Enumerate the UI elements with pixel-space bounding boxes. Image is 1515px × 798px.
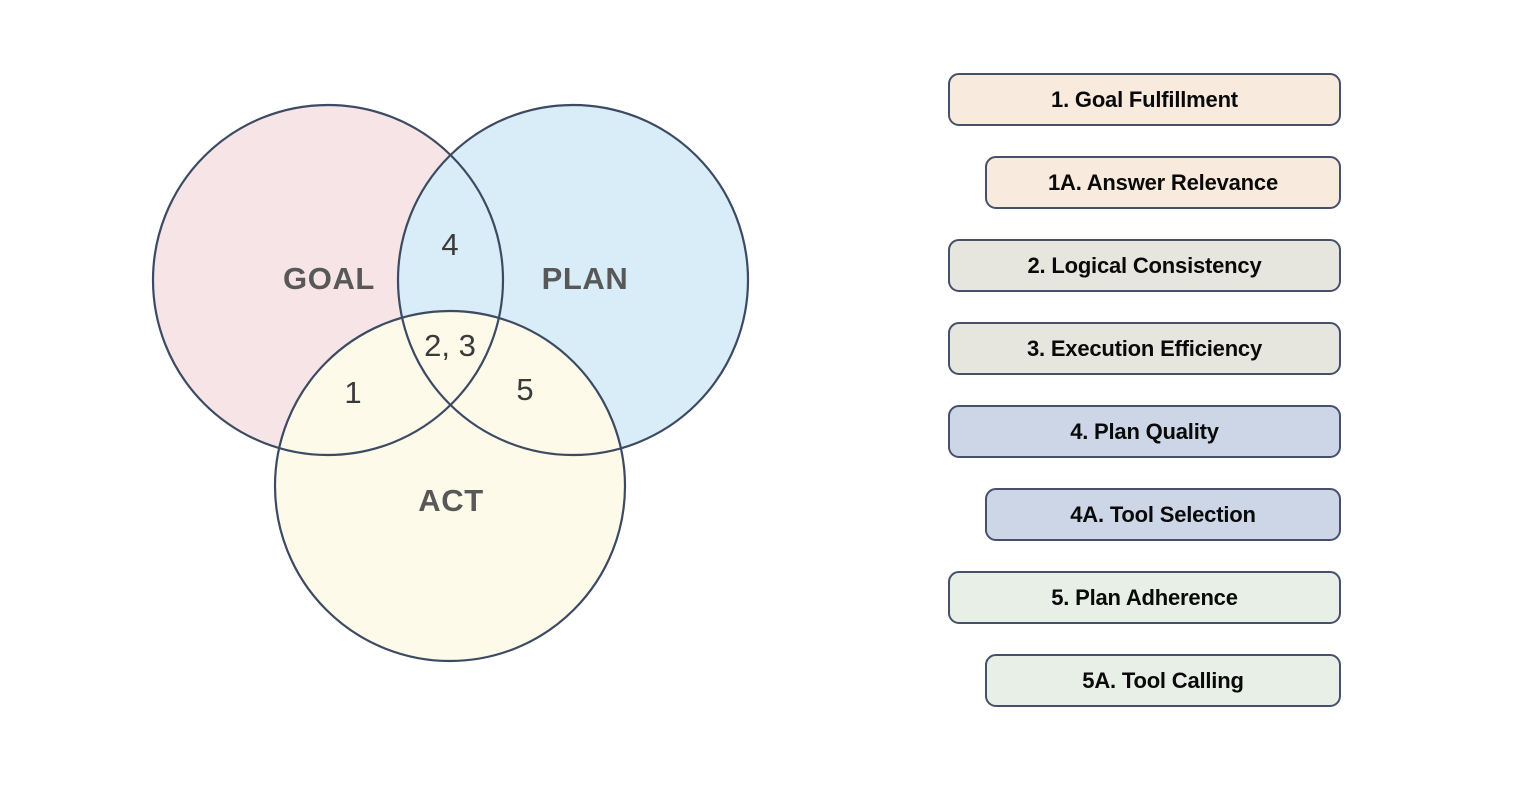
venn-label-goal: GOAL xyxy=(283,261,375,296)
venn-label-act: ACT xyxy=(418,483,484,518)
legend-item-8[interactable]: 5A. Tool Calling xyxy=(985,654,1341,707)
legend-list: 1. Goal Fulfillment 1A. Answer Relevance 2… xyxy=(948,73,1348,707)
venn-region-label-goal-act: 1 xyxy=(344,375,361,410)
venn-circle-act-outline xyxy=(273,309,627,663)
legend-item-label: 5. Plan Adherence xyxy=(1051,584,1238,610)
legend-item-5[interactable]: 4. Plan Quality xyxy=(948,405,1341,458)
venn-region-label-plan-act: 5 xyxy=(516,372,533,407)
legend-item-4[interactable]: 3. Execution Efficiency xyxy=(948,322,1341,375)
legend-item-label: 1. Goal Fulfillment xyxy=(1051,86,1238,112)
venn-diagram: GOAL PLAN ACT 4 2, 3 1 5 xyxy=(151,103,750,663)
legend-item-label: 2. Logical Consistency xyxy=(1027,252,1262,278)
legend-item-3[interactable]: 2. Logical Consistency xyxy=(948,239,1341,292)
venn-label-plan: PLAN xyxy=(542,261,629,296)
venn-region-label-goal-plan: 4 xyxy=(441,227,458,262)
venn-circle-goal-outline xyxy=(151,103,505,457)
legend-item-2[interactable]: 1A. Answer Relevance xyxy=(985,156,1341,209)
legend-item-6[interactable]: 4A. Tool Selection xyxy=(985,488,1341,541)
legend-item-label: 5A. Tool Calling xyxy=(1082,667,1244,693)
legend-item-label: 4. Plan Quality xyxy=(1070,418,1219,444)
legend-item-label: 1A. Answer Relevance xyxy=(1048,169,1278,195)
venn-circle-act-fill xyxy=(275,311,625,661)
legend-item-label: 3. Execution Efficiency xyxy=(1026,335,1263,361)
legend-item-7[interactable]: 5. Plan Adherence xyxy=(948,571,1341,624)
venn-region-label-goal-plan-act: 2, 3 xyxy=(424,328,476,363)
venn-circle-plan-outline xyxy=(396,103,750,457)
legend-item-label: 4A. Tool Selection xyxy=(1070,501,1256,527)
legend-item-1[interactable]: 1. Goal Fulfillment xyxy=(948,73,1341,126)
venn-svg: GOAL PLAN ACT 4 2, 3 1 5 xyxy=(151,103,750,663)
